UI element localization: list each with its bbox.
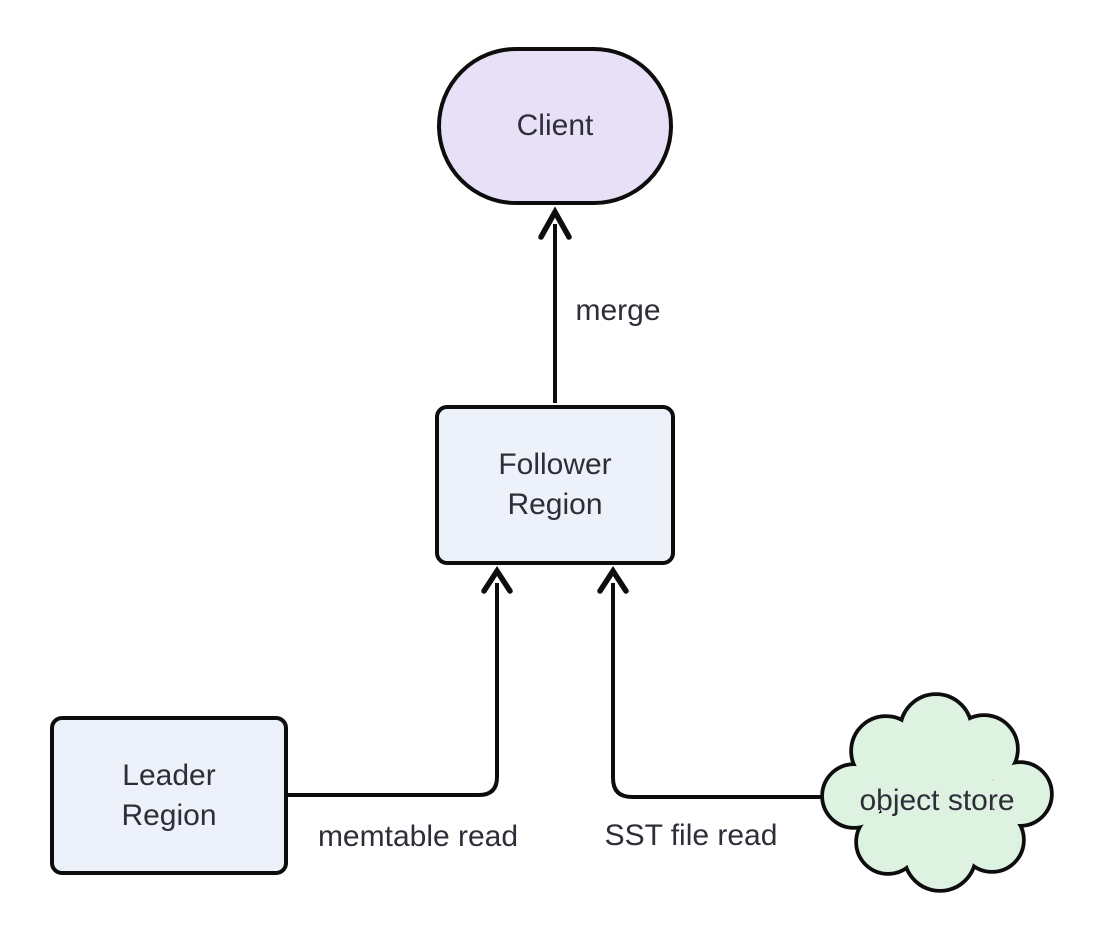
- node-client: Client: [437, 47, 673, 205]
- edge-sst-file-read-arrowhead-icon: [597, 565, 629, 594]
- node-leader-region: Leader Region: [50, 716, 288, 875]
- edge-merge-arrowhead-icon: [538, 206, 572, 240]
- edge-sst-file-read-line: [611, 583, 824, 799]
- node-follower-region-label-line2: Region: [507, 488, 603, 521]
- node-leader-region-label-line2: Region: [121, 798, 217, 832]
- node-object-store-label: object store: [859, 784, 1015, 817]
- node-leader-region-label-line1: Leader: [122, 758, 216, 792]
- edge-label-sst-file-read: SST file read: [600, 819, 782, 853]
- edge-memtable-read-line: [286, 583, 499, 797]
- edge-label-merge: merge: [571, 294, 665, 328]
- node-follower-region-label-line1: Follower: [498, 448, 612, 481]
- node-object-store: object store: [813, 691, 1055, 900]
- edge-label-memtable-read: memtable read: [313, 820, 523, 854]
- node-client-label: Client: [516, 109, 594, 142]
- edge-memtable-read-arrowhead-icon: [481, 565, 513, 594]
- node-follower-region: Follower Region: [435, 405, 675, 565]
- cloud-shape-icon: [820, 692, 1054, 893]
